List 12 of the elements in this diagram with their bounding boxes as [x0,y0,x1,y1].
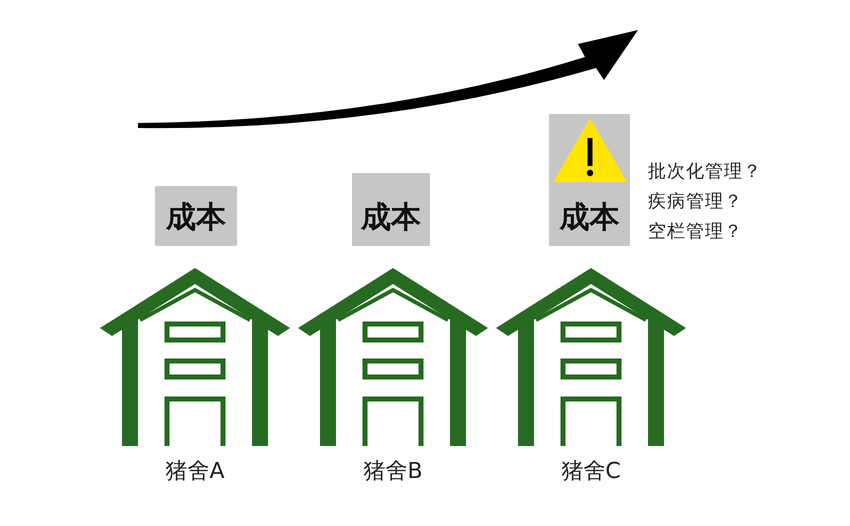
question-note: 批次化管理？ [648,160,762,184]
cost-box [352,173,430,246]
question-note: 疾病管理？ [648,190,743,214]
house-name: 猪舍B [362,458,424,486]
cost-label: 成本 [164,200,227,236]
question-note: 空栏管理？ [648,220,743,244]
house-name: 猪舍A [164,458,226,486]
cost-box [549,114,630,246]
house-name: 猪舍C [560,458,622,486]
cost-label: 成本 [558,200,620,236]
cost-label: 成本 [360,200,422,236]
cost-box [155,186,237,246]
